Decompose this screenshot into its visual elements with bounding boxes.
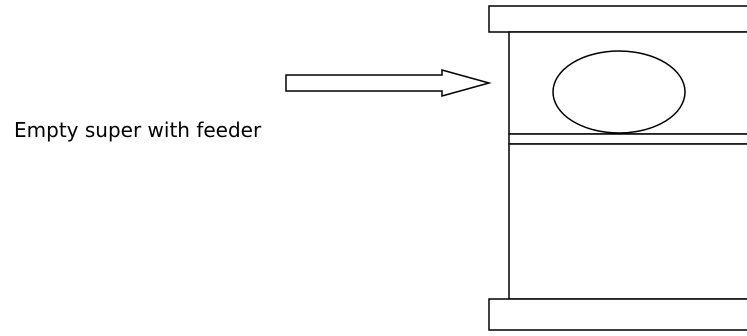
inner-board	[508, 133, 747, 145]
hive-bottom-board	[488, 298, 747, 331]
hive-top-cover	[488, 5, 747, 33]
arrow-right-icon	[285, 69, 492, 97]
lower-box	[508, 143, 747, 300]
feeder-ellipse	[552, 50, 686, 134]
super-feeder-label: Empty super with feeder	[14, 118, 262, 142]
